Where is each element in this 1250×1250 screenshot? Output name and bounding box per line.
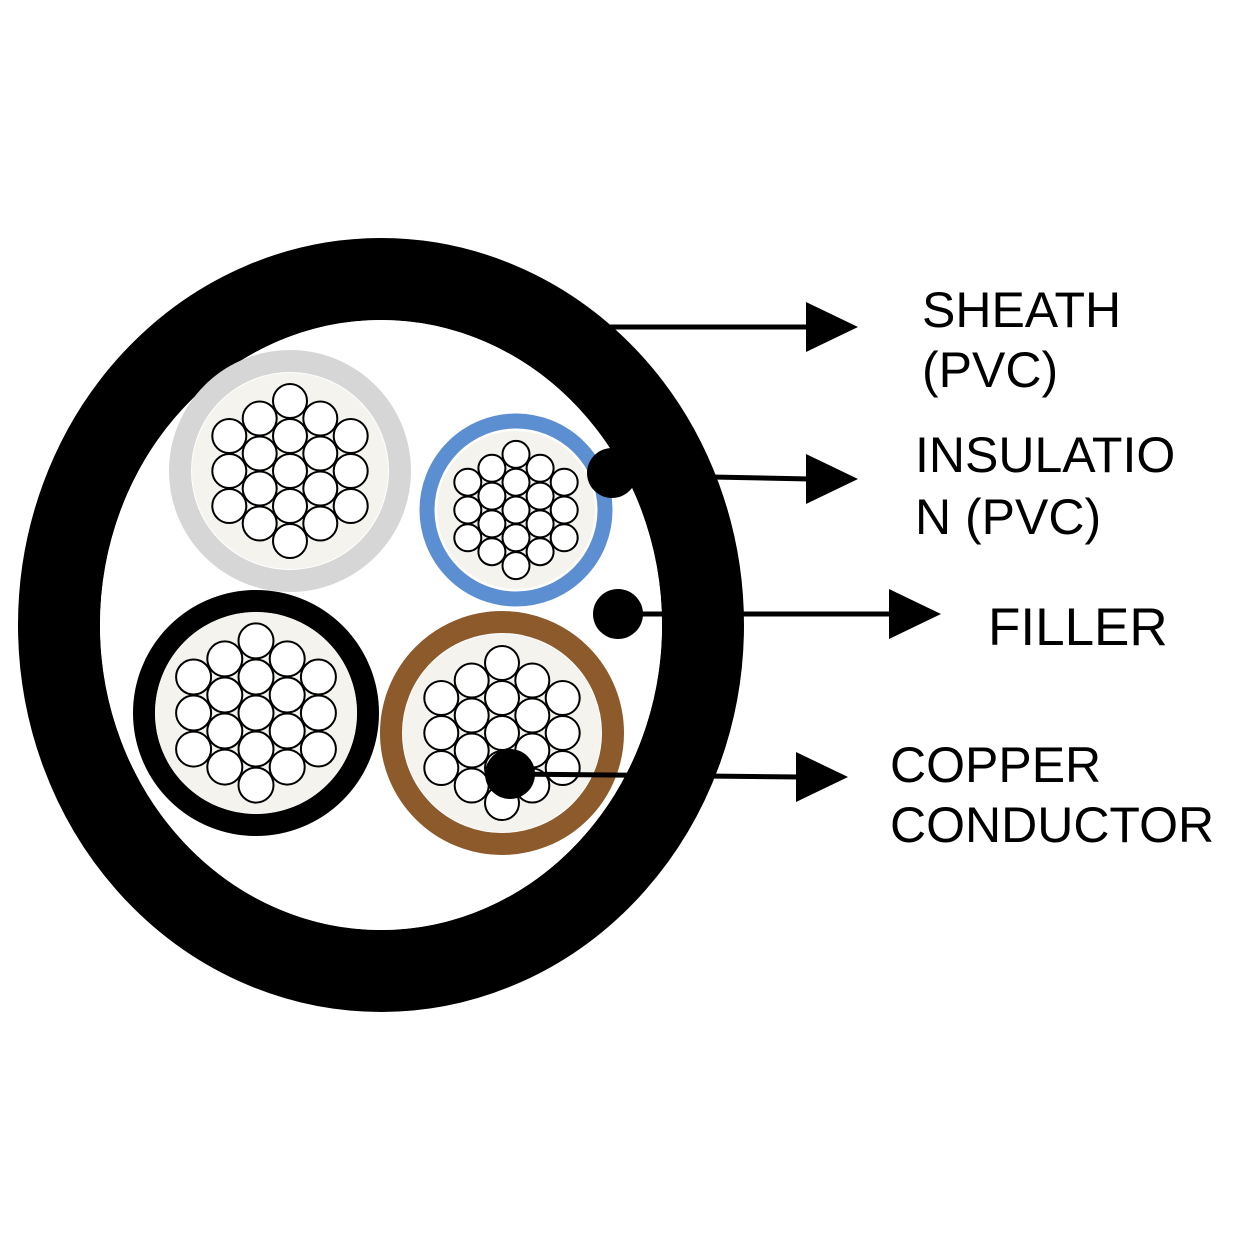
conductor-strand xyxy=(206,676,244,714)
insulation-arrowhead xyxy=(806,454,858,504)
conductor-strand xyxy=(299,694,337,732)
conductor-strand xyxy=(272,453,308,489)
conductor-strand xyxy=(175,730,213,768)
conductor-strand xyxy=(453,495,483,525)
conductor-strand xyxy=(211,453,248,489)
conductor-strand xyxy=(549,523,579,553)
conductor-strand xyxy=(453,732,490,769)
conductor-strand xyxy=(453,662,490,699)
conductor-strand xyxy=(241,470,278,507)
conductor-strand xyxy=(549,495,579,525)
conductor-leader-line xyxy=(509,771,801,780)
sheath-arrowhead xyxy=(806,302,858,352)
conductor-strand xyxy=(299,658,337,696)
conductor-strand xyxy=(241,505,278,542)
conductor-strand xyxy=(477,537,507,567)
conductor-strand xyxy=(332,488,369,524)
conductor-strand xyxy=(237,730,275,768)
conductor-strand xyxy=(525,509,555,539)
conductor-strand xyxy=(272,418,308,454)
conductor-strand xyxy=(241,435,278,472)
conductor-strand xyxy=(453,467,483,497)
conductor-strand xyxy=(272,383,308,419)
core-black xyxy=(133,590,379,836)
sheath-ring xyxy=(18,238,744,1012)
core-blue-strands xyxy=(453,439,579,581)
conductor-strand xyxy=(302,400,339,437)
conductor-strand xyxy=(484,680,520,716)
conductor-strand xyxy=(272,523,308,559)
conductor-strand xyxy=(453,523,483,553)
conductor-strand xyxy=(501,467,531,497)
conductor-strand xyxy=(484,715,520,751)
conductor-strand xyxy=(501,495,531,525)
conductor-strand xyxy=(268,712,306,750)
conductor-strand xyxy=(206,748,244,786)
conductor-label-line1: COPPER xyxy=(890,737,1102,793)
conductor-strand xyxy=(525,481,555,511)
conductor-strand xyxy=(302,470,339,507)
conductor-strand xyxy=(549,467,579,497)
filler-label: FILLER xyxy=(988,598,1168,657)
insulation-leader-line xyxy=(611,472,811,482)
conductor-strand xyxy=(237,622,275,660)
conductor-strand xyxy=(268,676,306,714)
conductor-strand xyxy=(501,523,531,553)
conductor-strand xyxy=(484,645,520,681)
conductor-strand xyxy=(302,505,339,542)
conductor-strand xyxy=(268,748,306,786)
conductor-strand xyxy=(525,537,555,567)
conductor-strand xyxy=(544,750,581,786)
conductor-strand xyxy=(514,662,551,699)
conductor-strand xyxy=(211,488,248,524)
core-black-strands xyxy=(175,622,337,804)
conductor-strand xyxy=(423,680,460,716)
conductor-arrowhead xyxy=(796,752,848,802)
sheath-label-line2: (PVC) xyxy=(922,342,1059,398)
conductor-strand xyxy=(237,766,275,804)
conductor-strand xyxy=(544,680,581,716)
conductor-strand xyxy=(206,712,244,750)
conductor-strand xyxy=(423,750,460,786)
conductor-strand xyxy=(302,435,339,472)
insulation-label-line2: N (PVC) xyxy=(915,489,1102,545)
conductor-strand xyxy=(514,697,551,734)
conductor-strand xyxy=(175,658,213,696)
core-brown xyxy=(380,611,624,855)
conductor-strand xyxy=(501,551,531,581)
conductor-strand xyxy=(332,418,369,454)
sheath-label-line1: SHEATH xyxy=(922,282,1122,338)
core-grey-strands xyxy=(211,383,369,559)
conductor-strand xyxy=(206,640,244,678)
insulation-label-line1: INSULATIO xyxy=(915,427,1176,483)
conductor-strand xyxy=(525,453,555,483)
conductor-strand xyxy=(477,453,507,483)
conductor-strand xyxy=(332,453,369,489)
core-blue xyxy=(419,413,613,607)
conductor-strand xyxy=(268,640,306,678)
conductor-strand xyxy=(453,697,490,734)
core-grey xyxy=(169,350,411,592)
conductor-strand xyxy=(211,418,248,454)
conductor-strand xyxy=(237,658,275,696)
conductor-strand xyxy=(175,694,213,732)
conductor-strand xyxy=(477,481,507,511)
conductor-strand xyxy=(453,767,490,804)
insulation-pointer-dot xyxy=(587,448,637,498)
conductor-strand xyxy=(544,715,581,751)
conductor-strand xyxy=(241,400,278,437)
conductor-label-line2: CONDUCTOR xyxy=(890,797,1215,853)
conductor-strand xyxy=(237,694,275,732)
conductor-strand xyxy=(299,730,337,768)
conductor-strand xyxy=(272,488,308,524)
conductor-strand xyxy=(477,509,507,539)
conductor-strand xyxy=(423,715,460,751)
conductor-strand xyxy=(501,439,531,469)
filler-arrowhead xyxy=(889,589,941,639)
